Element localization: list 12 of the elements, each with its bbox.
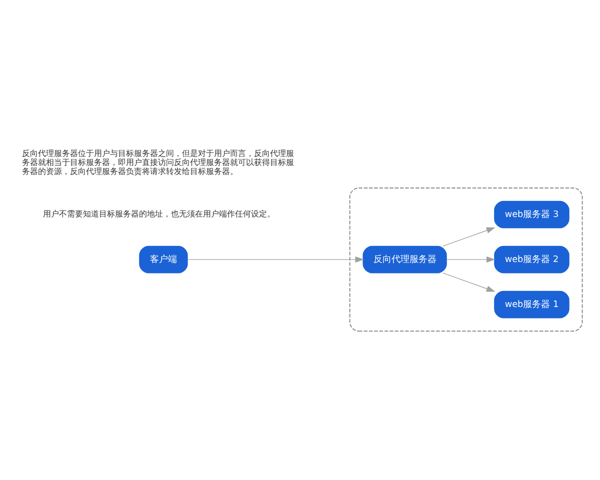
arrow bbox=[187, 256, 364, 263]
label: 反向代理服务器位于用户与目标服务器之间，但是对于用户而言，反向代理服务器就相当于目标服务器，即用户直接访问反向代理服务器就可以获得目标服务器的资源，反向代理服务器负责将请求转发给目标服务器。 bbox=[22, 148, 294, 176]
label: 用户不需要知道目标服务器的地址，也无须在用户端作任何设定。 bbox=[42, 208, 275, 219]
arrow bbox=[442, 272, 496, 292]
arrow bbox=[446, 256, 496, 263]
node-box: web服务器 1 bbox=[494, 290, 570, 318]
node-box: web服务器 2 bbox=[494, 246, 570, 274]
arrow bbox=[442, 227, 496, 247]
node-box: 反向代理服务器 bbox=[362, 246, 447, 274]
node-box: web服务器 3 bbox=[494, 200, 570, 228]
node-box: 客户端 bbox=[139, 246, 188, 274]
cluster bbox=[349, 188, 583, 332]
